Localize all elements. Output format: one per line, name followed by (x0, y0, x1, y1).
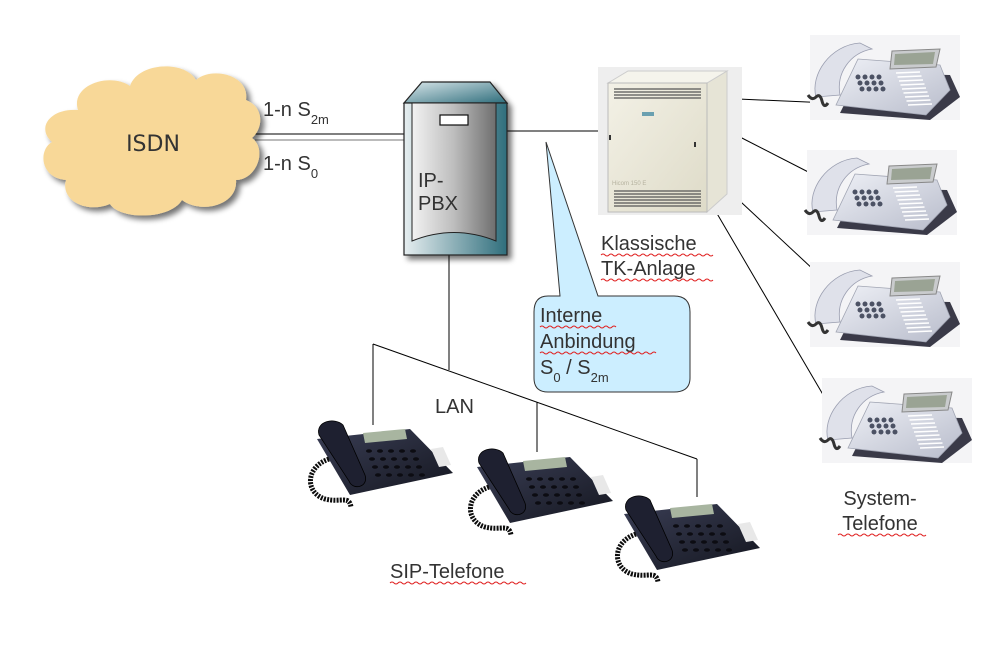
pbx-top (402, 81, 509, 104)
tk-latch-left (609, 135, 611, 140)
callout-line3: S0 / S2m (540, 357, 609, 385)
pbx-front-panel (411, 102, 497, 242)
sip-phones-label: SIP-Telefone (390, 561, 505, 583)
connections (255, 98, 833, 497)
lan-backbone-line (372, 343, 698, 460)
tk-side (706, 70, 728, 214)
sip-phone-icon (468, 448, 613, 536)
system-phones-label-line1: System- (843, 488, 916, 510)
system-phones-label-line2: Telefone (842, 513, 918, 535)
tk-model-text: Hicom 150 E (612, 181, 646, 187)
tk-label-line2: TK-Anlage (601, 258, 696, 280)
system-phone-icon (806, 262, 960, 347)
callout-line1: Interne (540, 305, 602, 327)
s2m-link-label: 1-n S2m (263, 99, 329, 127)
isdn-cloud: ISDN (43, 66, 261, 216)
spellcheck-underline (539, 351, 657, 355)
tk-vent-bottom (614, 190, 701, 207)
isdn-link-labels: 1-n S2m 1-n S0 (263, 99, 329, 181)
pbx-display-slot (439, 114, 469, 126)
system-phone-icon (803, 150, 957, 235)
tk-to-system-phone-2 (737, 135, 821, 179)
system-phone-icon (806, 35, 960, 120)
tk-top (606, 70, 729, 84)
callout-bubble (533, 141, 691, 393)
lan-label: LAN (435, 396, 474, 418)
s0-link-label: 1-n S0 (263, 153, 318, 181)
sip-phones-group (308, 420, 760, 583)
tk-label-line1: Klassische (601, 233, 697, 255)
sip-phone-icon (615, 495, 760, 583)
system-phones-group (803, 35, 972, 463)
tk-logo (642, 112, 654, 116)
pbx-label-line2: PBX (418, 193, 458, 215)
spellcheck-underline (389, 581, 527, 585)
cloud-shape (43, 66, 261, 216)
tk-vent-top (614, 88, 701, 99)
pbx-label-line1: IP- (418, 170, 444, 192)
spellcheck-underline (600, 278, 714, 282)
isdn-label: ISDN (126, 132, 180, 157)
callout-line2: Anbindung (540, 331, 636, 353)
spellcheck-underline (539, 325, 617, 329)
spellcheck-underline (837, 533, 927, 537)
system-phone-icon (818, 378, 972, 463)
classic-pbx-cabinet: Hicom 150 E (598, 67, 742, 215)
ip-pbx-server: IP- PBX (402, 81, 509, 256)
internal-connection-callout: Interne Anbindung S0 / S2m (533, 141, 691, 393)
sip-phone-icon (308, 420, 453, 508)
tk-latch-right (694, 142, 696, 147)
tk-front (607, 82, 708, 213)
tk-to-system-phone-4 (711, 204, 833, 411)
spellcheck-underline (600, 253, 714, 257)
